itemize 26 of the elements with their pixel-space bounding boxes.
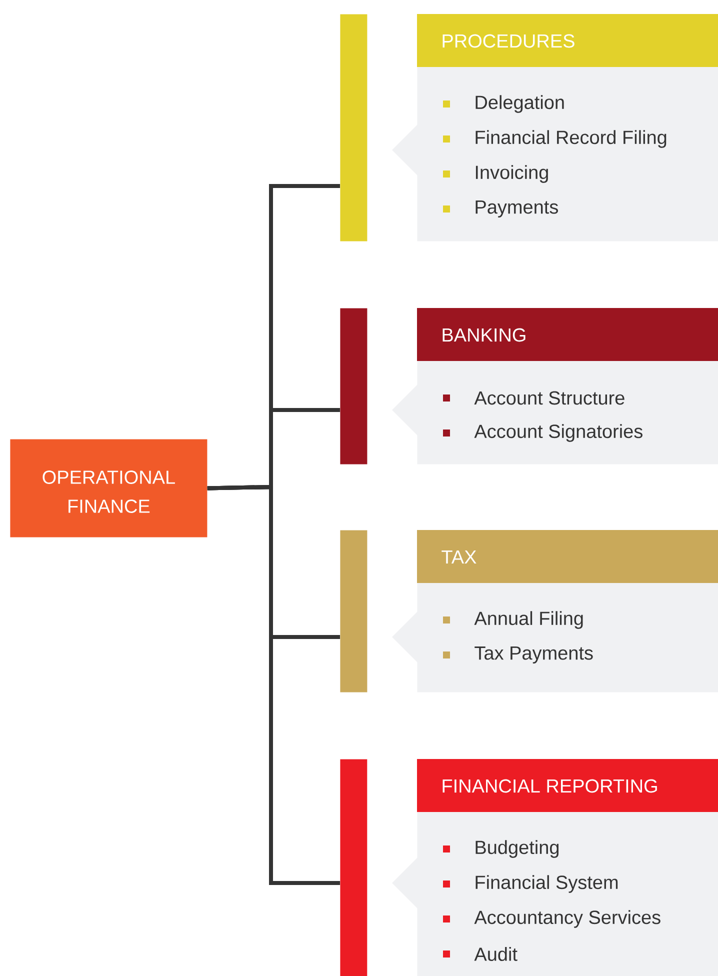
info-card — [392, 14, 718, 242]
list-item: Payments — [443, 200, 558, 218]
vertical-bar — [340, 530, 368, 692]
list-item: Account Structure — [443, 391, 624, 405]
vertical-bar — [340, 308, 368, 464]
vertical-bar — [340, 14, 368, 242]
list-item: Budgeting — [443, 840, 559, 858]
list-item: Delegation — [443, 95, 564, 113]
connector-line — [207, 484, 340, 885]
list-item: Financial System — [443, 875, 618, 893]
info-card — [392, 759, 718, 976]
card-heading: PROCEDURES — [442, 34, 574, 48]
list-item: Account Signatories — [443, 424, 642, 442]
root-box: OPERATIONAL FINANCE — [10, 439, 208, 538]
list-item: Invoicing — [443, 165, 548, 183]
list-item: Audit — [443, 947, 518, 961]
list-item: Financial Record Filing — [443, 130, 666, 148]
card-heading: FINANCIAL REPORTING — [442, 779, 657, 793]
card-heading: BANKING — [442, 328, 526, 342]
card-heading: TAX — [442, 550, 476, 564]
list-item: Accountancy Services — [443, 910, 660, 928]
list-item: Tax Payments — [443, 646, 593, 664]
info-card — [392, 530, 718, 692]
info-card — [392, 308, 718, 464]
list-item: Annual Filing — [443, 611, 583, 629]
vertical-bar — [340, 759, 368, 976]
